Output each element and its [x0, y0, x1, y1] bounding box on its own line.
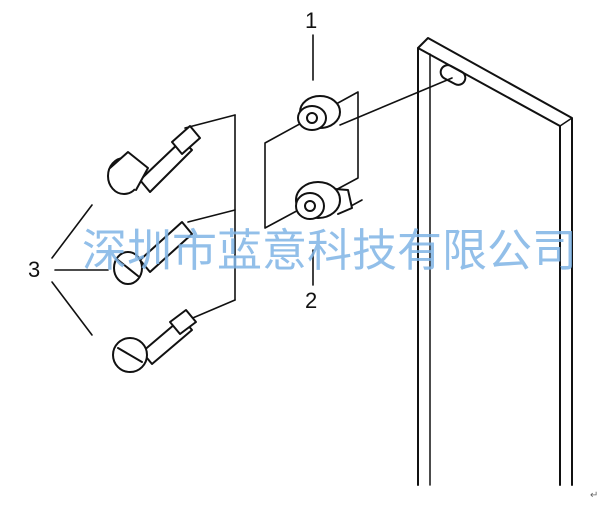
panel-slot [439, 64, 467, 86]
screw-slotted-bottom [112, 309, 197, 373]
nut-1 [297, 95, 341, 131]
callout-1: 1 [305, 8, 318, 33]
screw-slotted-middle [113, 221, 193, 285]
watermark: 深圳市蓝意科技有限公司 [82, 224, 578, 277]
nut-2-clip [295, 181, 353, 220]
callout-3: 3 [28, 257, 41, 282]
screw-knurled [107, 125, 201, 195]
leader-lines [51, 34, 453, 336]
return-mark: ↵ [590, 490, 599, 501]
front-panel [417, 37, 573, 486]
callout-2: 2 [305, 288, 318, 313]
